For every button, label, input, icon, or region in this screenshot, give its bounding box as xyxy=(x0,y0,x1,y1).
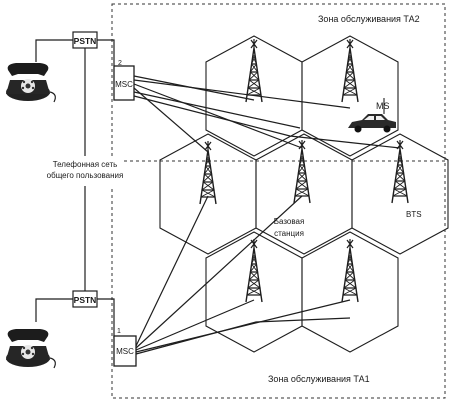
link xyxy=(133,79,351,109)
zone-ta2-boundary xyxy=(111,3,446,399)
antenna-tower-icon xyxy=(341,238,359,303)
pstn-top-label: PSTN xyxy=(74,36,97,46)
ms-label: MS xyxy=(376,101,390,111)
hex-cell xyxy=(351,133,449,255)
link xyxy=(133,91,301,129)
car-icon xyxy=(348,98,396,133)
link xyxy=(135,317,351,355)
hex-cell xyxy=(301,231,399,353)
antenna-tower-icon xyxy=(391,139,409,204)
pstn-bottom: PSTN xyxy=(72,290,98,308)
msc-top: MSC 2 xyxy=(113,60,135,101)
service-zones xyxy=(111,3,446,399)
zone-ta2-label: Зона обслуживания ТА2 xyxy=(318,14,420,24)
tower-group xyxy=(199,38,409,303)
hexagon-cells xyxy=(159,35,449,353)
link xyxy=(135,299,255,351)
telephone-icon xyxy=(5,62,56,103)
msc-top-links xyxy=(133,75,401,153)
telephone-icon xyxy=(5,328,56,369)
pstn-top: PSTN xyxy=(72,31,98,49)
antenna-tower-icon xyxy=(245,238,263,303)
network-label-line2: общего пользования xyxy=(47,171,124,180)
zone-ta1-label: Зона обслуживания ТА1 xyxy=(268,374,370,384)
msc-top-number: 2 xyxy=(118,60,122,67)
msc-bottom-links xyxy=(135,195,351,355)
link xyxy=(133,83,303,149)
msc-bottom-number: 1 xyxy=(117,328,121,335)
hex-cell xyxy=(301,35,399,157)
network-label-line1: Телефонная сеть xyxy=(53,160,118,169)
antenna-tower-icon xyxy=(293,139,311,204)
link xyxy=(133,95,401,149)
link xyxy=(135,195,209,347)
antenna-tower-icon xyxy=(245,38,263,103)
hex-cell xyxy=(255,133,353,255)
bts-label: BTS xyxy=(406,210,422,219)
antenna-tower-icon xyxy=(199,140,217,205)
antenna-tower-icon xyxy=(341,38,359,103)
link xyxy=(135,195,303,349)
base-station-label-line1: Базовая xyxy=(274,217,305,226)
msc-bottom-label: MSC xyxy=(116,347,134,356)
msc-bottom: MSC 1 xyxy=(113,328,137,367)
pstn-bottom-label: PSTN xyxy=(74,295,97,305)
base-station-label-line2: станция xyxy=(274,229,304,238)
msc-top-label: MSC xyxy=(115,80,133,89)
